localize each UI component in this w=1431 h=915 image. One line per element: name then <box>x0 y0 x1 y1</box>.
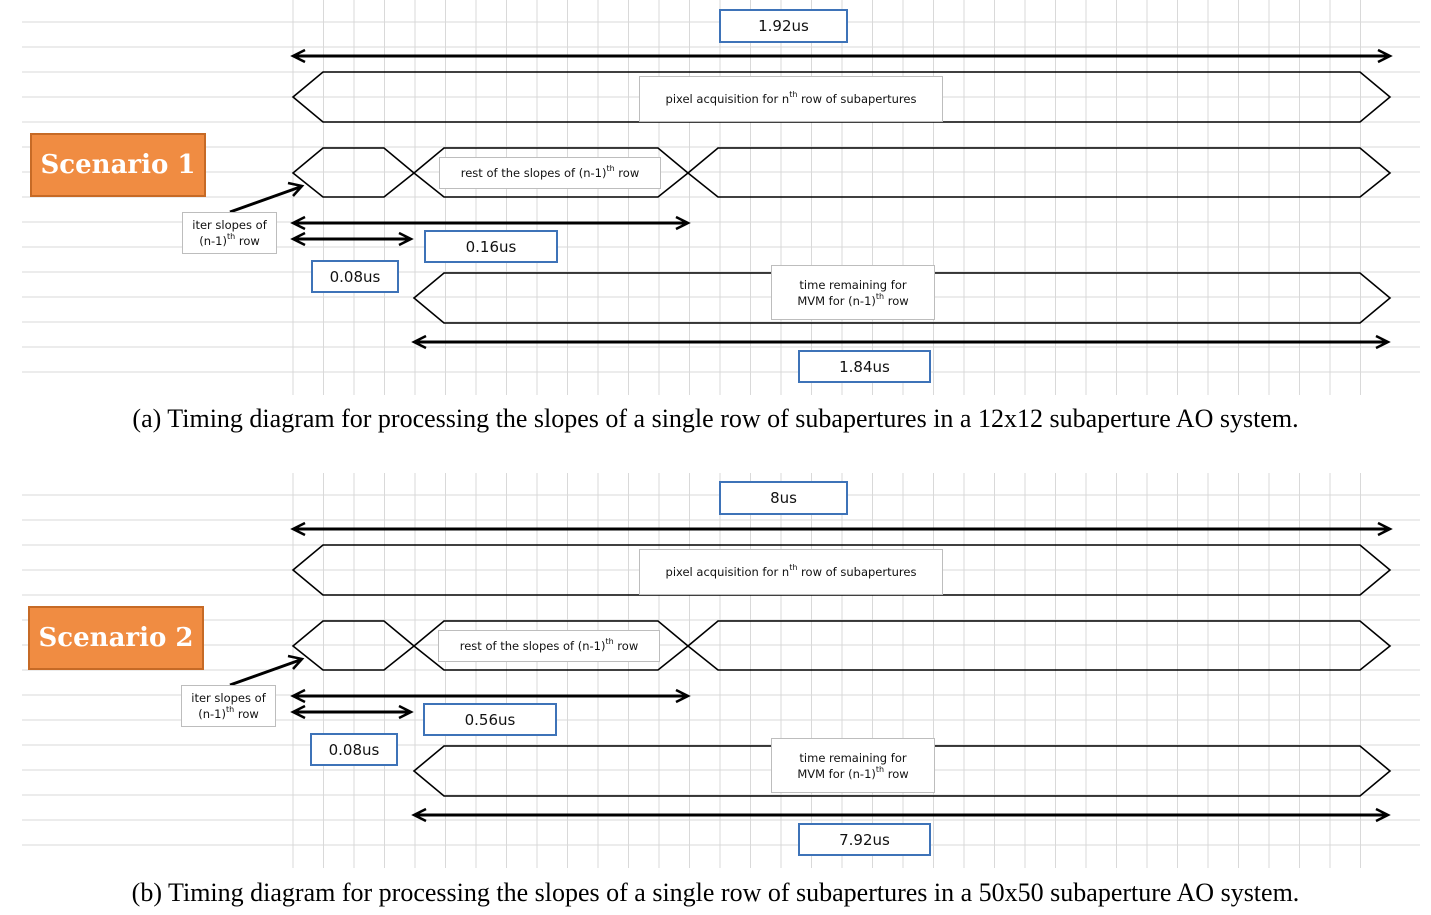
mvm-bus <box>412 272 1392 324</box>
first-slopes-time-label: 0.08us <box>310 733 398 766</box>
timing-diagram-drawing <box>22 473 1420 868</box>
arrow-head <box>411 807 427 823</box>
rest-slopes-text-post: row <box>613 639 639 653</box>
pointer-arrow-head <box>287 654 305 670</box>
mvm-line-1: time remaining for <box>799 750 907 765</box>
slopes-bus <box>291 147 1392 198</box>
acquisition-text-sup: th <box>789 563 798 572</box>
pointer-arrow <box>229 658 301 687</box>
rest-slopes-text-pre: rest of the slopes of (n-1) <box>459 639 606 653</box>
mvm-time-label: 1.84us <box>798 350 931 383</box>
scenario-label: Scenario 2 <box>38 623 194 653</box>
timing-diagram-scenario-2: Scenario 2 8us pixel acquisition for nth… <box>0 473 1431 873</box>
first-slopes-line-2: (n-1)th row <box>199 233 260 249</box>
rest-slopes-text-sup: th <box>605 637 614 646</box>
arrow-head <box>290 704 306 720</box>
arrow-head <box>398 231 414 247</box>
rest-slopes-label: rest of the slopes of (n-1)th row <box>438 630 660 662</box>
rest-slopes-text: rest of the slopes of (n-1)th row <box>461 165 639 181</box>
first-slopes-label: iter slopes of (n-1)th row <box>181 685 276 727</box>
first-slopes-line-2-sup: th <box>225 705 235 714</box>
first-slopes-time-label: 0.08us <box>311 260 399 293</box>
first-slopes-line-2-sup: th <box>226 232 236 241</box>
scenario-badge: Scenario 2 <box>28 606 204 670</box>
arrow-head <box>675 215 691 231</box>
arrow-head <box>675 688 691 704</box>
pointer-arrow <box>229 185 301 214</box>
arrow-head <box>1375 334 1391 350</box>
mvm-line-2-pre: MVM for (n-1) <box>797 766 876 781</box>
rest-slopes-time-label: 0.56us <box>423 703 557 736</box>
arrow-head <box>398 704 414 720</box>
acquisition-bus <box>291 71 1392 123</box>
mvm-label: time remaining for MVM for (n-1)th row <box>771 738 935 793</box>
acquisition-text-pre: pixel acquisition for n <box>665 92 790 106</box>
scenario-label: Scenario 1 <box>40 150 196 180</box>
caption-a: (a) Timing diagram for processing the sl… <box>132 404 1299 433</box>
acquisition-text: pixel acquisition for nth row of subaper… <box>666 564 917 580</box>
mvm-line-2-pre: MVM for (n-1) <box>797 293 876 308</box>
acquisition-text-sup: th <box>789 90 798 99</box>
arrow-head <box>290 215 306 231</box>
caption-b: (b) Timing diagram for processing the sl… <box>131 878 1300 907</box>
mvm-line-2-post: row <box>884 293 909 308</box>
arrow-head <box>1377 521 1393 537</box>
first-slopes-line-2: (n-1)th row <box>198 706 259 722</box>
timing-diagram-drawing <box>22 0 1420 395</box>
first-slopes-line-1: iter slopes of <box>192 218 267 232</box>
mvm-line-2-post: row <box>884 766 909 781</box>
acquisition-label: pixel acquisition for nth row of subaper… <box>639 76 943 122</box>
mvm-line-2: MVM for (n-1)th row <box>797 291 909 309</box>
arrow-head <box>290 521 306 537</box>
arrow-head <box>290 231 306 247</box>
rest-slopes-text-sup: th <box>606 164 615 173</box>
rest-slopes-time-value: 0.16us <box>465 237 517 256</box>
acquisition-bus <box>291 544 1392 596</box>
mvm-line-2-sup: th <box>875 764 885 774</box>
mvm-label: time remaining for MVM for (n-1)th row <box>771 265 935 320</box>
first-slopes-line-1: iter slopes of <box>191 691 266 705</box>
acquisition-text-post: row of subapertures <box>797 565 917 579</box>
mvm-time-value: 7.92us <box>839 830 890 849</box>
arrow-head <box>1377 48 1393 64</box>
mvm-time-label: 7.92us <box>798 823 931 856</box>
total-time-value: 1.92us <box>758 17 809 35</box>
rest-slopes-time-label: 0.16us <box>424 230 558 263</box>
mvm-line-2: MVM for (n-1)th row <box>797 764 909 782</box>
first-slopes-line-2-post: row <box>235 234 260 248</box>
mvm-line-2-sup: th <box>875 291 885 301</box>
total-time-label: 1.92us <box>719 9 848 43</box>
total-time-value: 8us <box>770 489 797 507</box>
mvm-line-1: time remaining for <box>799 277 907 292</box>
scenario-badge: Scenario 1 <box>30 133 206 197</box>
arrow-head <box>411 334 427 350</box>
acquisition-text: pixel acquisition for nth row of subaper… <box>666 91 917 107</box>
timing-diagram-scenario-1: Scenario 1 1.92us pixel acquisition for … <box>0 0 1431 400</box>
mvm-time-value: 1.84us <box>839 357 890 376</box>
first-slopes-line-2-pre: (n-1) <box>199 234 227 248</box>
arrow-head <box>290 48 306 64</box>
first-slopes-label: iter slopes of (n-1)th row <box>182 212 277 254</box>
pointer-arrow-head <box>287 181 305 197</box>
arrow-head <box>290 688 306 704</box>
mvm-bus <box>412 745 1392 797</box>
acquisition-text-post: row of subapertures <box>797 92 917 106</box>
first-slopes-time-value: 0.08us <box>329 267 381 286</box>
rest-slopes-text-post: row <box>614 166 640 180</box>
first-slopes-line-2-pre: (n-1) <box>198 707 226 721</box>
rest-slopes-label: rest of the slopes of (n-1)th row <box>439 157 661 189</box>
first-slopes-time-value: 0.08us <box>328 740 380 759</box>
rest-slopes-text-pre: rest of the slopes of (n-1) <box>460 166 607 180</box>
first-slopes-line-2-post: row <box>234 707 259 721</box>
arrow-head <box>1375 807 1391 823</box>
slopes-bus <box>291 620 1392 671</box>
acquisition-label: pixel acquisition for nth row of subaper… <box>639 549 943 595</box>
total-time-label: 8us <box>719 481 848 515</box>
rest-slopes-text: rest of the slopes of (n-1)th row <box>460 638 638 654</box>
rest-slopes-time-value: 0.56us <box>464 710 516 729</box>
acquisition-text-pre: pixel acquisition for n <box>665 565 790 579</box>
